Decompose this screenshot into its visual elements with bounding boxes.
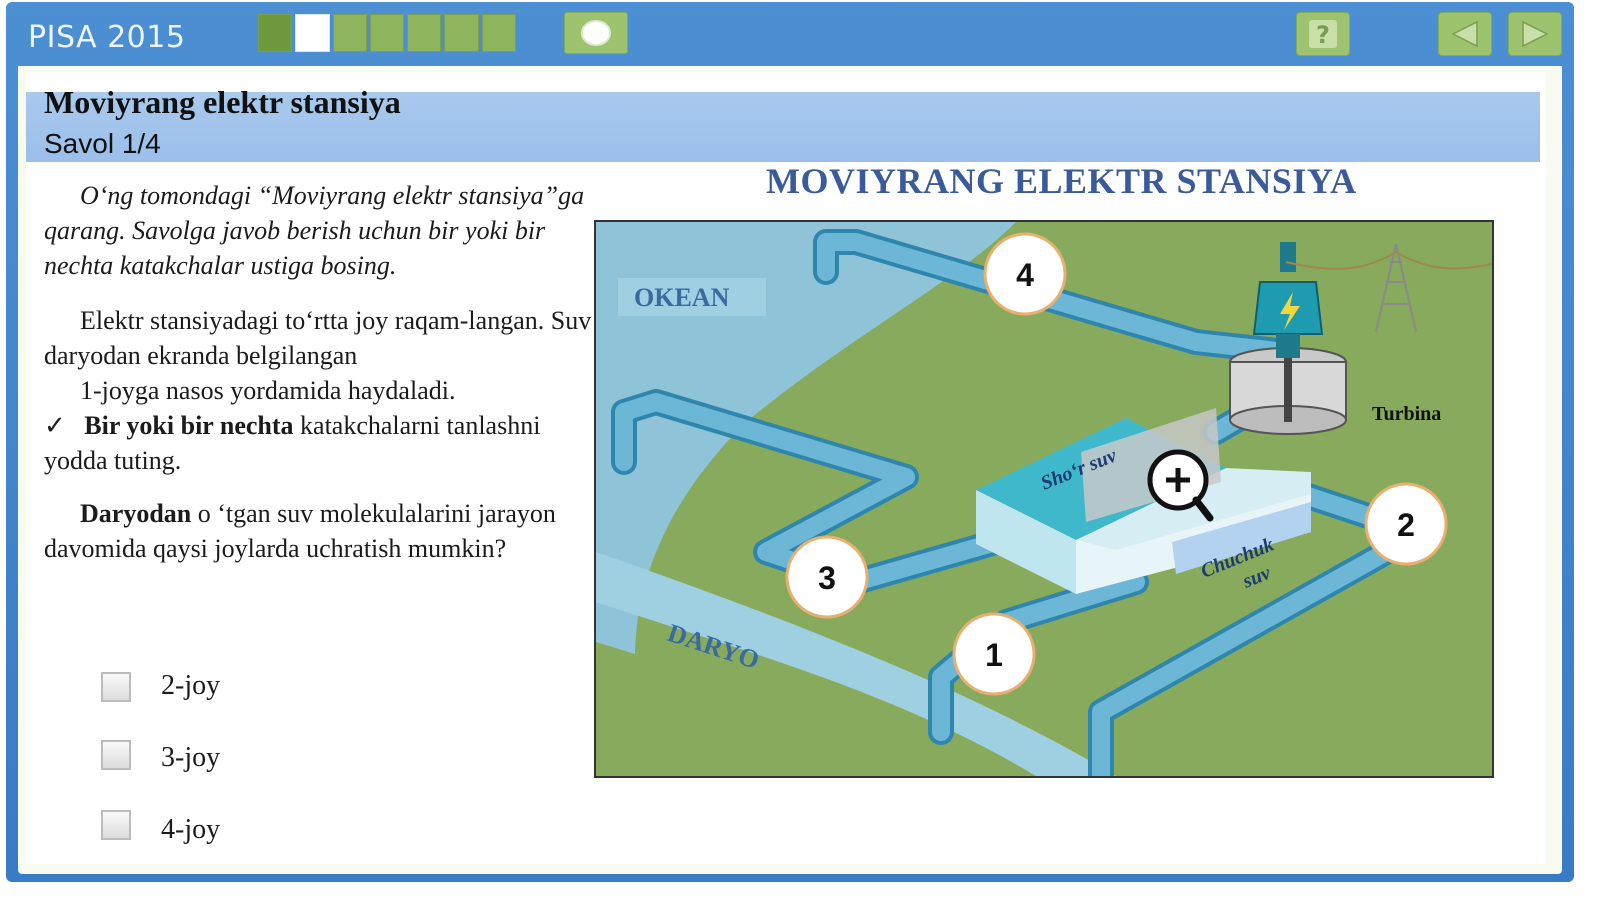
option-label: 3-joy xyxy=(161,742,221,773)
help-icon: ? xyxy=(1309,20,1337,49)
next-button[interactable] xyxy=(1508,12,1562,56)
app-title: PISA 2015 xyxy=(28,20,186,55)
question-area: Moviyrang elektr stansiya Savol 1/4 O‘ng… xyxy=(26,72,1546,864)
question-bold: Daryodan xyxy=(80,499,192,528)
turbine xyxy=(1229,242,1347,435)
power-plant-diagram: 4 3 1 2 OKEAN DARYO Turbina Sh xyxy=(594,220,1494,789)
desalination-tank xyxy=(976,408,1311,594)
progress-cell xyxy=(369,14,405,52)
question-text: Daryodan o ‘tgan suv molekulalarini jara… xyxy=(44,496,604,566)
unit-title: Moviyrang elektr stansiya xyxy=(44,84,401,120)
ocean-label: OKEAN xyxy=(634,283,730,312)
question-number: Savol 1/4 xyxy=(44,128,161,159)
check-icon: ✓ xyxy=(44,411,66,440)
progress-cell xyxy=(258,14,293,52)
info-line-1-text: Elektr stansiyadagi to‘rtta joy raqam-la… xyxy=(44,306,592,370)
zoom-icon[interactable] xyxy=(1147,449,1214,522)
point-3-label: 3 xyxy=(818,560,836,596)
lightning-icon xyxy=(1280,292,1300,330)
progress-cell xyxy=(444,14,479,52)
diagram-svg: 4 3 1 2 OKEAN DARYO Turbina Sh xyxy=(596,222,1493,789)
option-label: 4-joy xyxy=(161,814,221,845)
progress-cell-current xyxy=(295,14,330,52)
instruction-text: O‘ng tomondagi “Moviyrang elektr stansiy… xyxy=(44,181,585,280)
arrow-right-icon xyxy=(1522,20,1549,48)
svg-text:?: ? xyxy=(1316,21,1330,49)
progress-cell xyxy=(481,14,516,52)
checkbox[interactable] xyxy=(101,672,131,702)
checkbox[interactable] xyxy=(101,810,131,840)
previous-button[interactable] xyxy=(1438,12,1492,56)
reminder-text: katakchalarni tanlashni yodda tuting. xyxy=(44,411,541,475)
point-markers: 4 3 1 2 xyxy=(785,232,1448,696)
info-line-2: 1-joyga nasos yordamida haydaladi. xyxy=(80,376,456,405)
option-3-joy[interactable]: 3-joy xyxy=(101,738,341,778)
option-2-joy[interactable]: 2-joy xyxy=(101,670,341,710)
point-4-label: 4 xyxy=(1016,257,1034,293)
option-4-joy[interactable]: 4-joy xyxy=(101,808,341,848)
content-panel: Moviyrang elektr stansiya Savol 1/4 O‘ng… xyxy=(18,66,1562,874)
progress-cell xyxy=(407,14,442,52)
clock-icon xyxy=(581,20,611,46)
stimulus-text: O‘ng tomondagi “Moviyrang elektr stansiy… xyxy=(44,178,604,566)
arrow-left-icon xyxy=(1451,20,1478,48)
app-frame: PISA 2015 ? xyxy=(6,2,1574,882)
river-bank xyxy=(596,642,926,776)
progress-bar xyxy=(258,14,516,52)
question-rest: o ‘tgan suv molekulalarini jarayon davom… xyxy=(44,499,556,563)
reminder-bold: Bir yoki bir nechta xyxy=(84,411,294,440)
power-tower-icon xyxy=(1285,243,1493,333)
top-toolbar: PISA 2015 ? xyxy=(6,2,1574,66)
point-2-label: 2 xyxy=(1397,507,1415,543)
help-button[interactable]: ? xyxy=(1296,12,1350,56)
diagram-title: MOVIYRANG ELEKTR STANSIYA xyxy=(766,161,1357,201)
river-area xyxy=(596,552,1116,776)
info-text: Elektr stansiyadagi to‘rtta joy raqam-la… xyxy=(44,303,604,478)
progress-cell xyxy=(332,14,367,52)
checkbox[interactable] xyxy=(101,740,131,770)
point-1-label: 1 xyxy=(985,637,1003,673)
info-line-1: Elektr stansiyadagi to‘rtta joy raqam-la… xyxy=(44,303,604,373)
timer-button[interactable] xyxy=(564,12,628,54)
turbine-label: Turbina xyxy=(1372,403,1441,425)
unit-header xyxy=(26,92,1540,162)
option-label: 2-joy xyxy=(161,670,221,701)
